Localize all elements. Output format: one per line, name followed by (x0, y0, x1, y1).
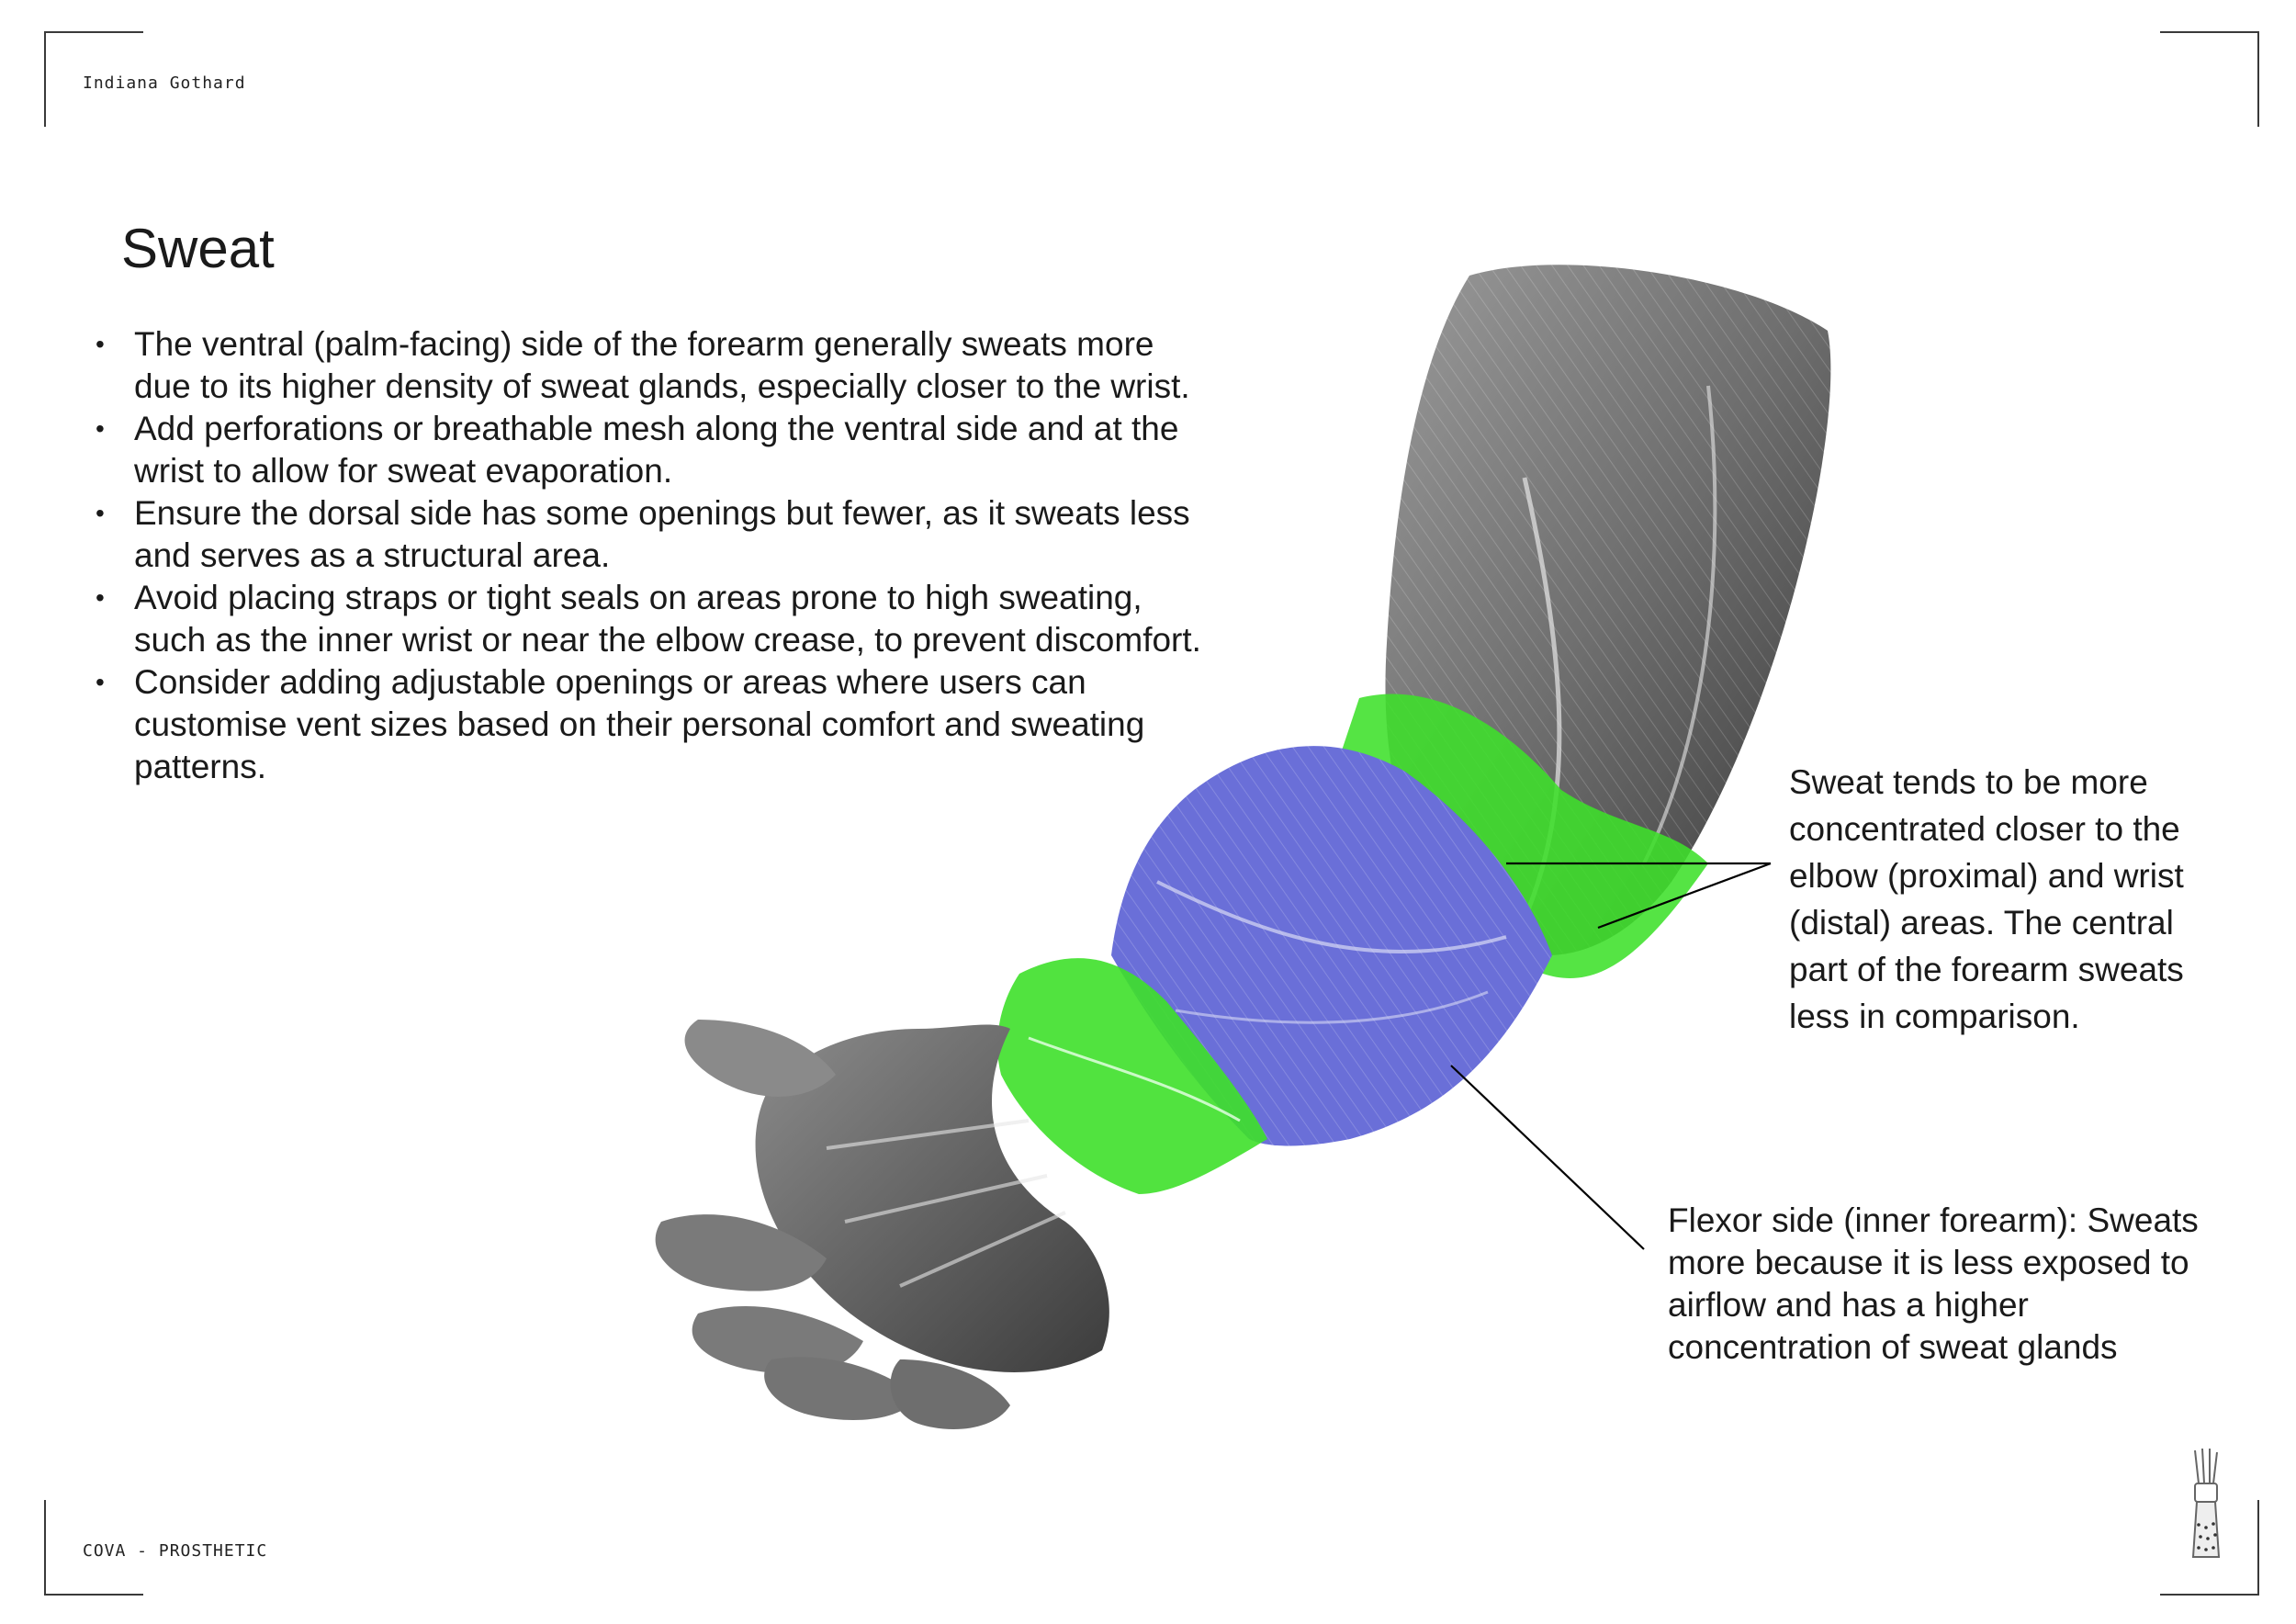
prosthetic-sketch-icon (2191, 1448, 2221, 1558)
corner-frame-bottom-right (2160, 1500, 2259, 1596)
bullet-item: The ventral (palm-facing) side of the fo… (96, 323, 1207, 408)
corner-frame-top-left (44, 31, 143, 127)
project-title: COVA - PROSTHETIC (83, 1541, 268, 1561)
bullet-item: Avoid placing straps or tight seals on a… (96, 577, 1207, 661)
forearm-low-sweat-zone (1111, 746, 1552, 1146)
bullet-item: Add perforations or breathable mesh alon… (96, 408, 1207, 492)
author-name: Indiana Gothard (83, 73, 246, 93)
elbow-high-sweat-zone (1322, 694, 1708, 978)
leader-lines (1450, 862, 1772, 1250)
annotation-flexor-side: Flexor side (inner forearm): Sweats more… (1668, 1201, 2199, 1366)
corner-frame-top-right (2160, 31, 2259, 127)
bullet-item: Consider adding adjustable openings or a… (96, 661, 1207, 788)
wrist-high-sweat-zone (997, 958, 1267, 1194)
bullet-list: The ventral (palm-facing) side of the fo… (96, 323, 1207, 788)
bullet-item: Ensure the dorsal side has some openings… (96, 492, 1207, 577)
page-title: Sweat (121, 218, 275, 279)
annotation-concentration: Sweat tends to be more concentrated clos… (1789, 763, 2184, 1035)
corner-frame-bottom-left (44, 1500, 143, 1596)
hand-illustration (655, 1020, 1109, 1429)
